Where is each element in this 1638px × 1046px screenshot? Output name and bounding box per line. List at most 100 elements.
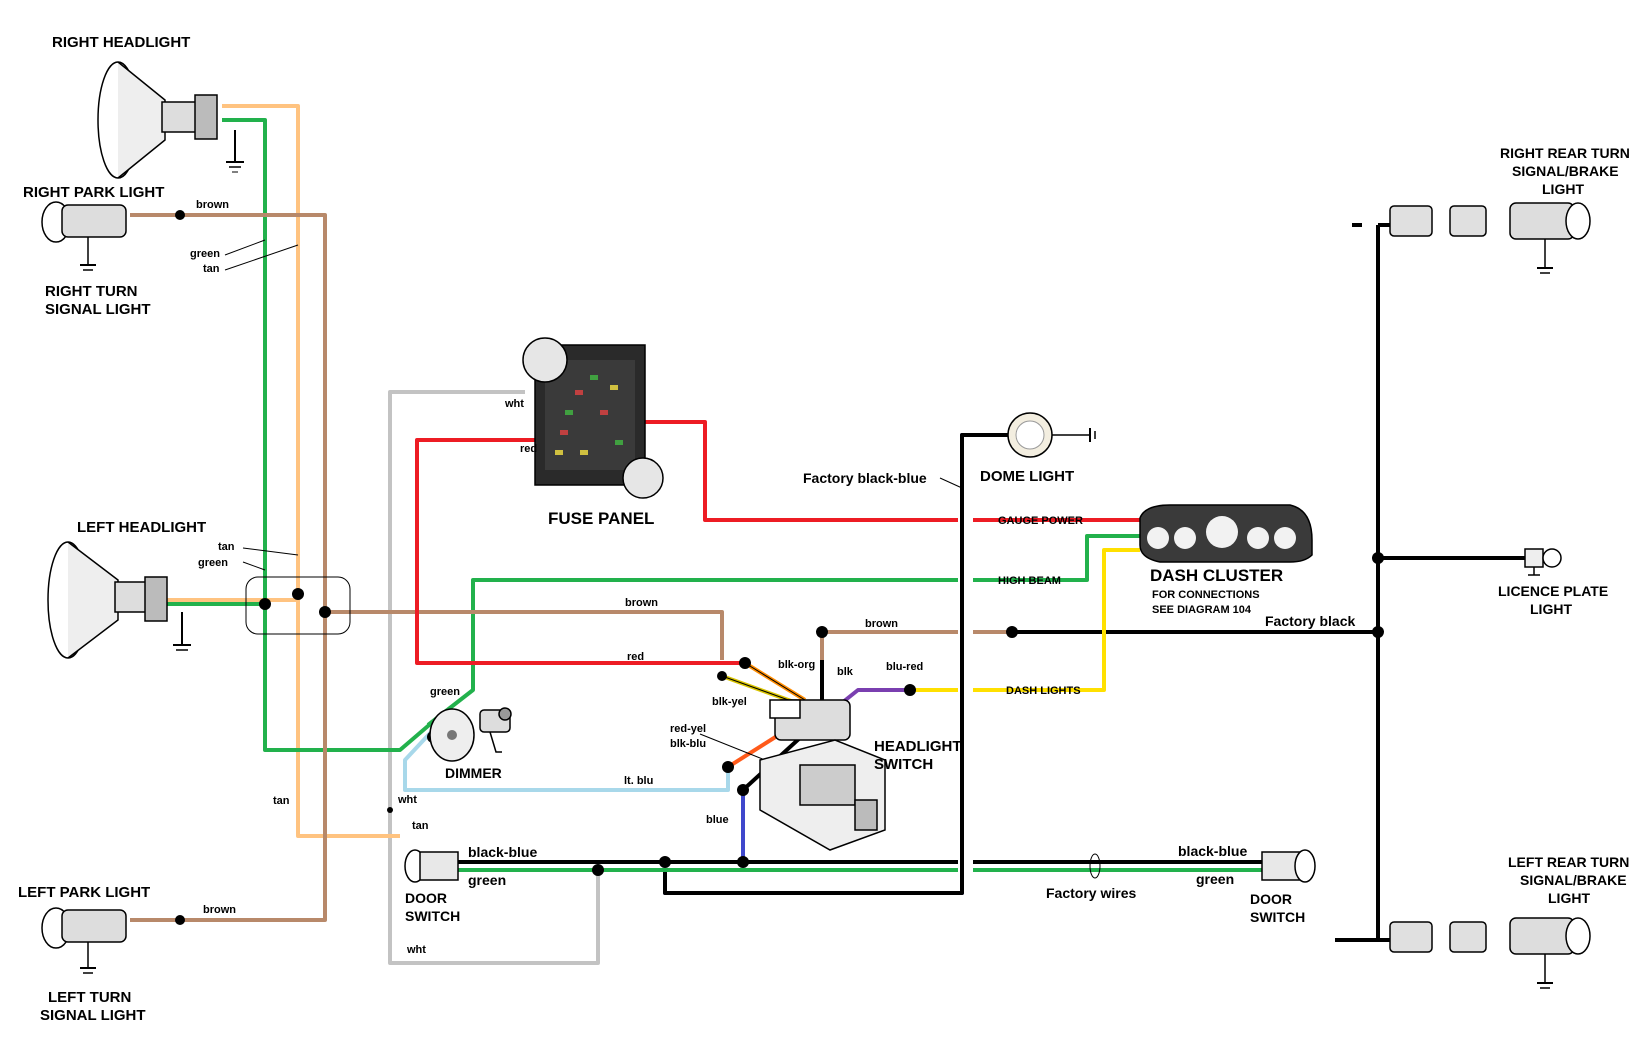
- left-door-switch-label-1: DOOR: [405, 890, 447, 906]
- junction-dot: [319, 606, 331, 618]
- junction-dot: [1372, 552, 1384, 564]
- right-door-switch-label-2: SWITCH: [1250, 909, 1305, 925]
- left-rear-label-2: SIGNAL/BRAKE: [1520, 872, 1627, 888]
- right-headlight-icon: [97, 61, 244, 179]
- dome-light-icon: [1007, 412, 1096, 458]
- left-turn-signal-label-1: LEFT TURN: [48, 989, 131, 1006]
- dimmer-label: DIMMER: [445, 765, 502, 781]
- wire-label: tan: [273, 795, 290, 807]
- right-turn-signal-label-1: RIGHT TURN: [45, 283, 138, 300]
- wire-brown-right-park: [130, 213, 327, 922]
- wire-red-fuse-left: [415, 438, 745, 665]
- licence-label-2: LIGHT: [1530, 601, 1572, 617]
- wire-tan-right-headlight: [222, 104, 300, 730]
- wire-label: red: [520, 443, 537, 455]
- wire-label: Factory wires: [1046, 885, 1136, 901]
- wire-blk-org-dark: [744, 662, 806, 701]
- right-rear-label-2: SIGNAL/BRAKE: [1512, 163, 1619, 179]
- leader-tan-r: [224, 244, 299, 271]
- dash-note-2: SEE DIAGRAM 104: [1152, 604, 1252, 616]
- wire-label: red: [627, 651, 644, 663]
- right-rear-label-1: RIGHT REAR TURN: [1500, 145, 1630, 161]
- junction-dot: [292, 588, 304, 600]
- headlight-switch-icon: [759, 699, 886, 851]
- left-park-light-label: LEFT PARK LIGHT: [18, 884, 150, 901]
- wire-label: tan: [203, 263, 220, 275]
- right-rear-label-3: LIGHT: [1542, 181, 1584, 197]
- wire-label: blue: [706, 814, 729, 826]
- dash-cluster-label: DASH CLUSTER: [1150, 566, 1283, 585]
- junction-dot: [737, 784, 749, 796]
- right-rear-light-icon: [1389, 202, 1591, 274]
- left-door-switch-icon: [404, 849, 459, 883]
- junctions: [175, 210, 1384, 925]
- wire-label: blu-red: [886, 661, 923, 673]
- right-park-light-label: RIGHT PARK LIGHT: [23, 184, 164, 201]
- right-park-light-icon: [41, 201, 127, 271]
- leader-green-l: [242, 561, 266, 571]
- headlight-switch-label-1: HEADLIGHT: [874, 738, 962, 755]
- junction-dot: [592, 864, 604, 876]
- wire-label: wht: [397, 794, 417, 806]
- wire-label: lt. blu: [624, 775, 653, 787]
- wire-white-fuse: [388, 390, 600, 965]
- right-door-switch-label-1: DOOR: [1250, 891, 1292, 907]
- junction-dot: [387, 807, 393, 813]
- left-rear-label-3: LIGHT: [1548, 890, 1590, 906]
- wire-brown-left: [325, 610, 724, 660]
- wire-label: black-blue: [1178, 843, 1247, 859]
- dimmer-icon: [429, 707, 512, 762]
- wire-green-high-beam-right: [973, 534, 1140, 582]
- wire-black-blue-dome-inner: [663, 433, 1012, 895]
- left-park-light-icon: [41, 907, 127, 974]
- left-turn-signal-label-2: SIGNAL LIGHT: [40, 1007, 146, 1024]
- factory-wires-marker: [1089, 853, 1101, 879]
- junction-dot: [737, 856, 749, 868]
- splice-box: [245, 576, 351, 635]
- left-rear-label-1: LEFT REAR TURN: [1508, 854, 1629, 870]
- wire-labels: brown green tan tan green wht red Factor…: [190, 199, 1355, 956]
- wire-label: brown: [203, 904, 236, 916]
- junction-dot: [904, 684, 916, 696]
- wire-label: brown: [865, 618, 898, 630]
- wire-label: DASH LIGHTS: [1006, 685, 1081, 697]
- dome-light-label: DOME LIGHT: [980, 468, 1074, 485]
- wire-label: GAUGE POWER: [998, 515, 1083, 527]
- wire-yellow-dash-lights-right: [973, 548, 1140, 692]
- junction-dot: [816, 626, 828, 638]
- wire-tan-lower: [296, 730, 400, 838]
- dash-note-1: FOR CONNECTIONS: [1152, 589, 1260, 601]
- wire-label: blk-yel: [712, 696, 747, 708]
- component-labels: RIGHT HEADLIGHT RIGHT PARK LIGHT RIGHT T…: [18, 34, 1630, 1024]
- wire-red-gauge-power: [640, 420, 958, 522]
- leader-factory-bb: [939, 477, 963, 489]
- leader-tan-l: [242, 547, 299, 556]
- wire-label: black-blue: [468, 844, 537, 860]
- wire-label: Factory black: [1265, 613, 1355, 629]
- fuse-panel-icon: [522, 337, 664, 499]
- wire-label: green: [198, 557, 228, 569]
- wire-label: red-yel: [670, 723, 706, 735]
- right-turn-signal-label-2: SIGNAL LIGHT: [45, 301, 151, 318]
- wire-label: green: [430, 686, 460, 698]
- left-headlight-label: LEFT HEADLIGHT: [77, 519, 206, 536]
- wire-label: wht: [406, 944, 426, 956]
- wire-label: blk-org: [778, 659, 815, 671]
- headlight-switch-label-2: SWITCH: [874, 756, 933, 773]
- wire-label: Factory black-blue: [803, 470, 927, 486]
- right-door-switch-icon: [1261, 849, 1316, 883]
- junction-dot: [717, 671, 727, 681]
- wire-label: blk: [837, 666, 854, 678]
- wire-lt-blue: [403, 728, 730, 792]
- junction-dot: [175, 915, 185, 925]
- wire-label: wht: [504, 398, 524, 410]
- licence-plate-light-icon: [1524, 548, 1562, 576]
- junction-dot: [175, 210, 185, 220]
- wire-label: HIGH BEAM: [998, 575, 1061, 587]
- junction-dot: [659, 856, 671, 868]
- junction-dot: [1006, 626, 1018, 638]
- left-door-switch-label-2: SWITCH: [405, 908, 460, 924]
- junction-dot: [259, 598, 271, 610]
- wire-label: green: [1196, 871, 1234, 887]
- left-rear-light-icon: [1389, 917, 1591, 989]
